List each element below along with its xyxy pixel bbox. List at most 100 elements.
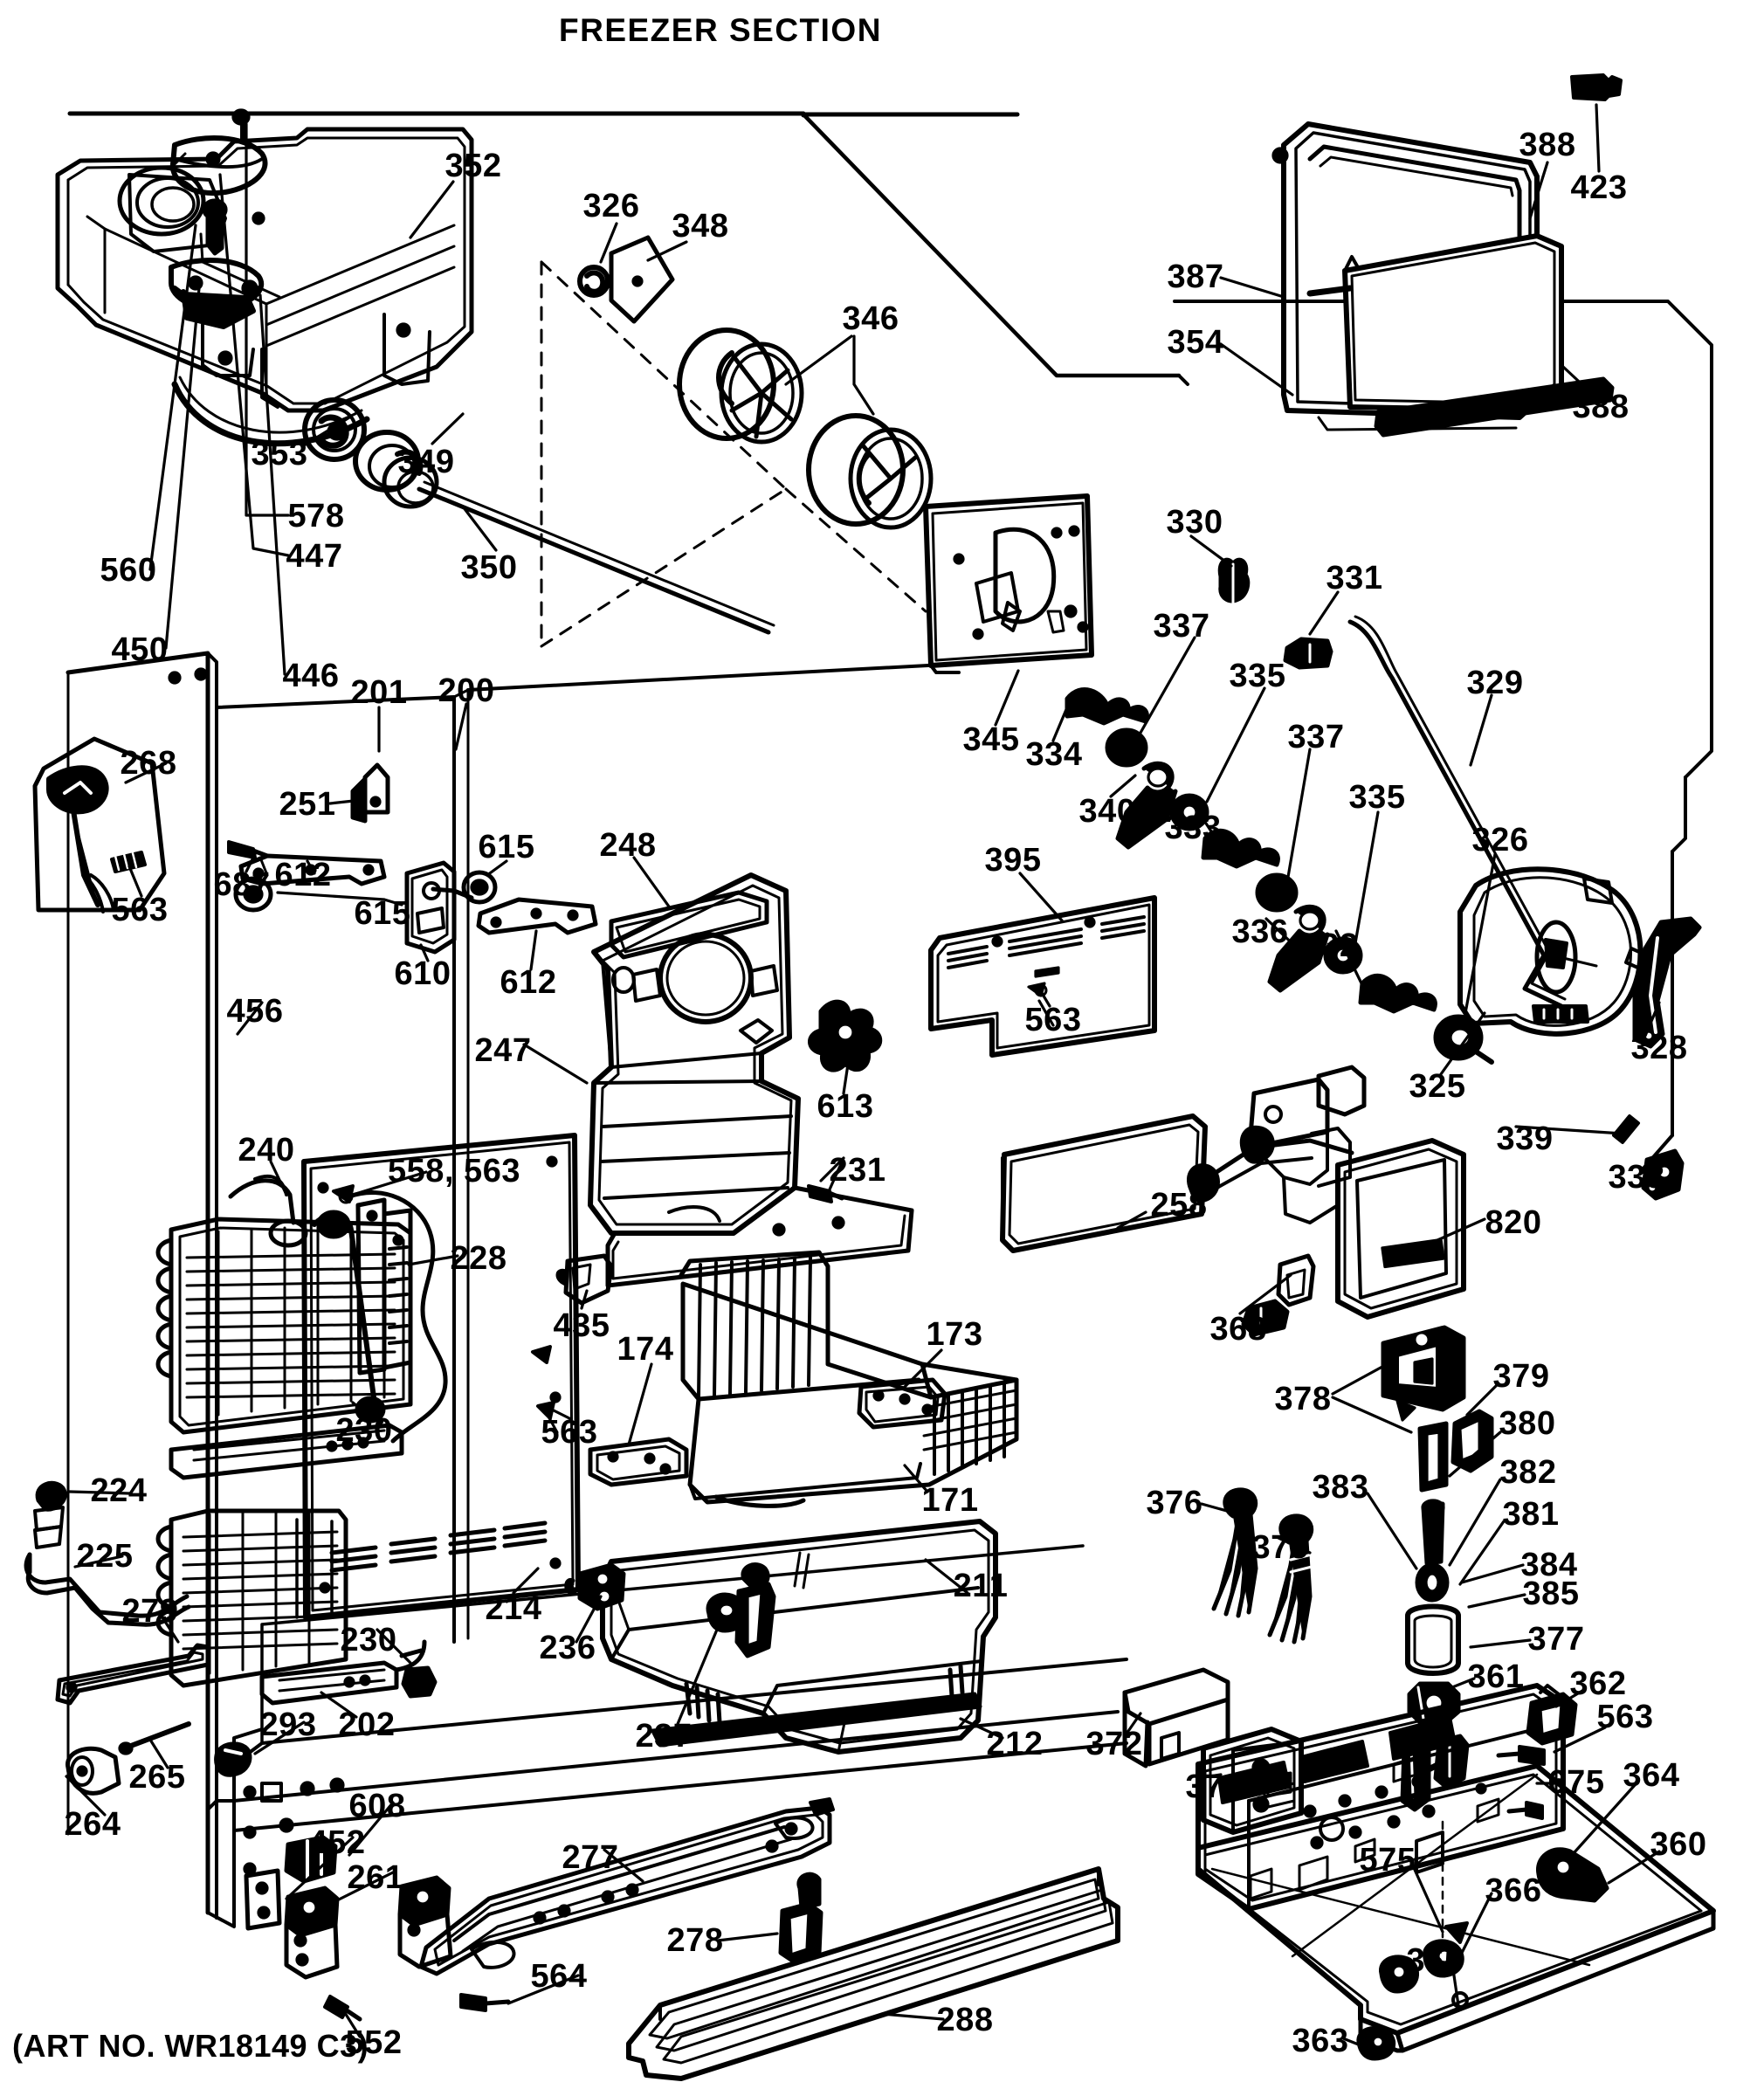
callout-380: 380	[1499, 1405, 1556, 1442]
callout-236: 236	[539, 1630, 596, 1666]
callout-171: 171	[921, 1482, 979, 1519]
callout-563-c: 563	[541, 1414, 598, 1451]
callout-230-a: 230	[335, 1412, 393, 1449]
callout-237: 237	[635, 1718, 693, 1755]
callout-212: 212	[986, 1726, 1044, 1762]
callout-346: 346	[842, 300, 899, 337]
callout-293: 293	[259, 1706, 317, 1743]
callout-201: 201	[350, 674, 408, 711]
callout-615-a: 615	[354, 895, 411, 932]
callout-381: 381	[1502, 1496, 1560, 1533]
page-title: FREEZER SECTION	[559, 12, 882, 48]
callout-335-a: 335	[1229, 658, 1286, 694]
callout-385: 385	[1522, 1575, 1580, 1612]
callout-338: 338	[1608, 1159, 1665, 1196]
callout-395: 395	[984, 842, 1042, 879]
art-number-label: (ART NO. WR18149 C3)	[12, 2028, 369, 2064]
callout-248: 248	[599, 827, 657, 864]
callout-563-a: 563	[111, 892, 169, 928]
callout-337-a: 337	[1153, 608, 1210, 645]
callout-334: 334	[1025, 736, 1083, 773]
callout-687: 687	[213, 866, 271, 903]
callout-211: 211	[953, 1568, 1009, 1604]
callout-387: 387	[1167, 259, 1224, 295]
callout-268: 268	[120, 745, 177, 782]
callout-279: 279	[121, 1593, 179, 1630]
callout-231: 231	[829, 1152, 886, 1189]
callout-608: 608	[348, 1788, 406, 1824]
callout-610: 610	[394, 955, 451, 992]
callout-331: 331	[1326, 560, 1383, 596]
callout-228: 228	[450, 1240, 507, 1277]
callout-173: 173	[926, 1316, 983, 1353]
callout-348: 348	[672, 208, 729, 245]
callout-377: 377	[1527, 1621, 1585, 1658]
callout-328: 328	[1630, 1030, 1688, 1066]
callout-384: 384	[1520, 1547, 1578, 1583]
callout-224: 224	[90, 1472, 148, 1509]
callout-340: 340	[1078, 793, 1136, 830]
callout-368: 368	[1209, 1311, 1267, 1348]
callout-435: 435	[553, 1307, 610, 1344]
callout-336: 336	[1231, 914, 1289, 950]
callout-326-lower: 326	[1471, 822, 1529, 858]
callout-361: 361	[1467, 1658, 1525, 1695]
callout-330: 330	[1166, 504, 1223, 541]
callout-820: 820	[1485, 1204, 1542, 1241]
callout-372: 372	[1085, 1726, 1143, 1762]
callout-277: 277	[562, 1839, 619, 1876]
callout-230-b: 230	[340, 1622, 397, 1658]
callout-251: 251	[279, 786, 336, 823]
callout-383: 383	[1312, 1469, 1369, 1506]
callout-350: 350	[460, 549, 518, 586]
callout-333: 333	[1164, 810, 1222, 846]
callout-378: 378	[1274, 1381, 1332, 1417]
callout-379: 379	[1492, 1358, 1550, 1395]
callout-558-563: 558, 563	[388, 1153, 520, 1189]
callout-364: 364	[1623, 1757, 1680, 1794]
callout-613: 613	[817, 1088, 874, 1125]
callout-200: 200	[438, 672, 495, 709]
callout-575: 575	[1359, 1842, 1416, 1879]
callout-353: 353	[251, 436, 308, 472]
callout-265: 265	[128, 1759, 186, 1796]
callout-452: 452	[308, 1824, 366, 1861]
callout-278: 278	[666, 1922, 724, 1959]
callout-552: 552	[345, 2024, 403, 2061]
callout-240: 240	[238, 1132, 295, 1169]
callout-264: 264	[64, 1806, 121, 1843]
callout-363: 363	[1292, 2023, 1349, 2059]
callout-202: 202	[338, 1706, 396, 1743]
callout-563-d: 563	[1596, 1699, 1654, 1735]
callout-214: 214	[485, 1590, 542, 1627]
callout-325: 325	[1409, 1068, 1466, 1105]
callout-578: 578	[287, 498, 345, 534]
callout-382: 382	[1499, 1454, 1557, 1491]
callout-365: 365	[1406, 1942, 1464, 1979]
callout-388-lower: 388	[1572, 389, 1630, 425]
callout-329: 329	[1466, 665, 1524, 701]
callout-447: 447	[286, 538, 343, 575]
callout-360: 360	[1650, 1826, 1707, 1863]
callout-446: 446	[282, 658, 340, 694]
callout-370: 370	[1185, 1768, 1243, 1805]
callout-564: 564	[530, 1958, 588, 1995]
callout-261: 261	[347, 1859, 404, 1896]
callout-450: 450	[111, 631, 169, 668]
callout-354: 354	[1167, 324, 1224, 361]
callout-349: 349	[397, 444, 455, 480]
callout-225: 225	[76, 1538, 134, 1575]
callout-337-b: 337	[1287, 719, 1345, 755]
callout-375: 375	[1251, 1529, 1309, 1566]
callout-615-b: 615	[478, 829, 535, 865]
callout-456: 456	[226, 993, 284, 1030]
callout-362: 362	[1569, 1665, 1627, 1702]
callout-174: 174	[617, 1331, 674, 1368]
callout-675: 675	[1547, 1764, 1605, 1801]
callout-326-upper: 326	[582, 188, 640, 224]
callout-345: 345	[962, 721, 1020, 758]
callout-332: 332	[1301, 927, 1359, 964]
callout-560: 560	[100, 552, 157, 589]
